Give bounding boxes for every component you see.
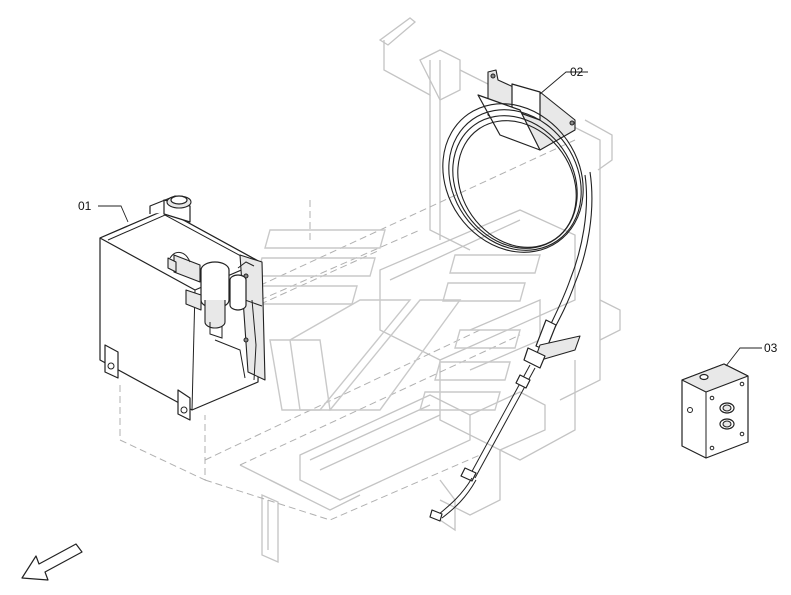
leader-lines (98, 71, 762, 367)
callout-03: 03 (764, 341, 778, 355)
control-box (681, 363, 749, 459)
hose-assembly (429, 69, 593, 522)
watermark-logo (249, 229, 541, 411)
direction-arrow-icon (21, 543, 83, 581)
callout-02: 02 (570, 65, 584, 79)
callout-01: 01 (78, 199, 92, 213)
tank-assembly (99, 195, 266, 421)
ghost-frame (239, 17, 621, 563)
